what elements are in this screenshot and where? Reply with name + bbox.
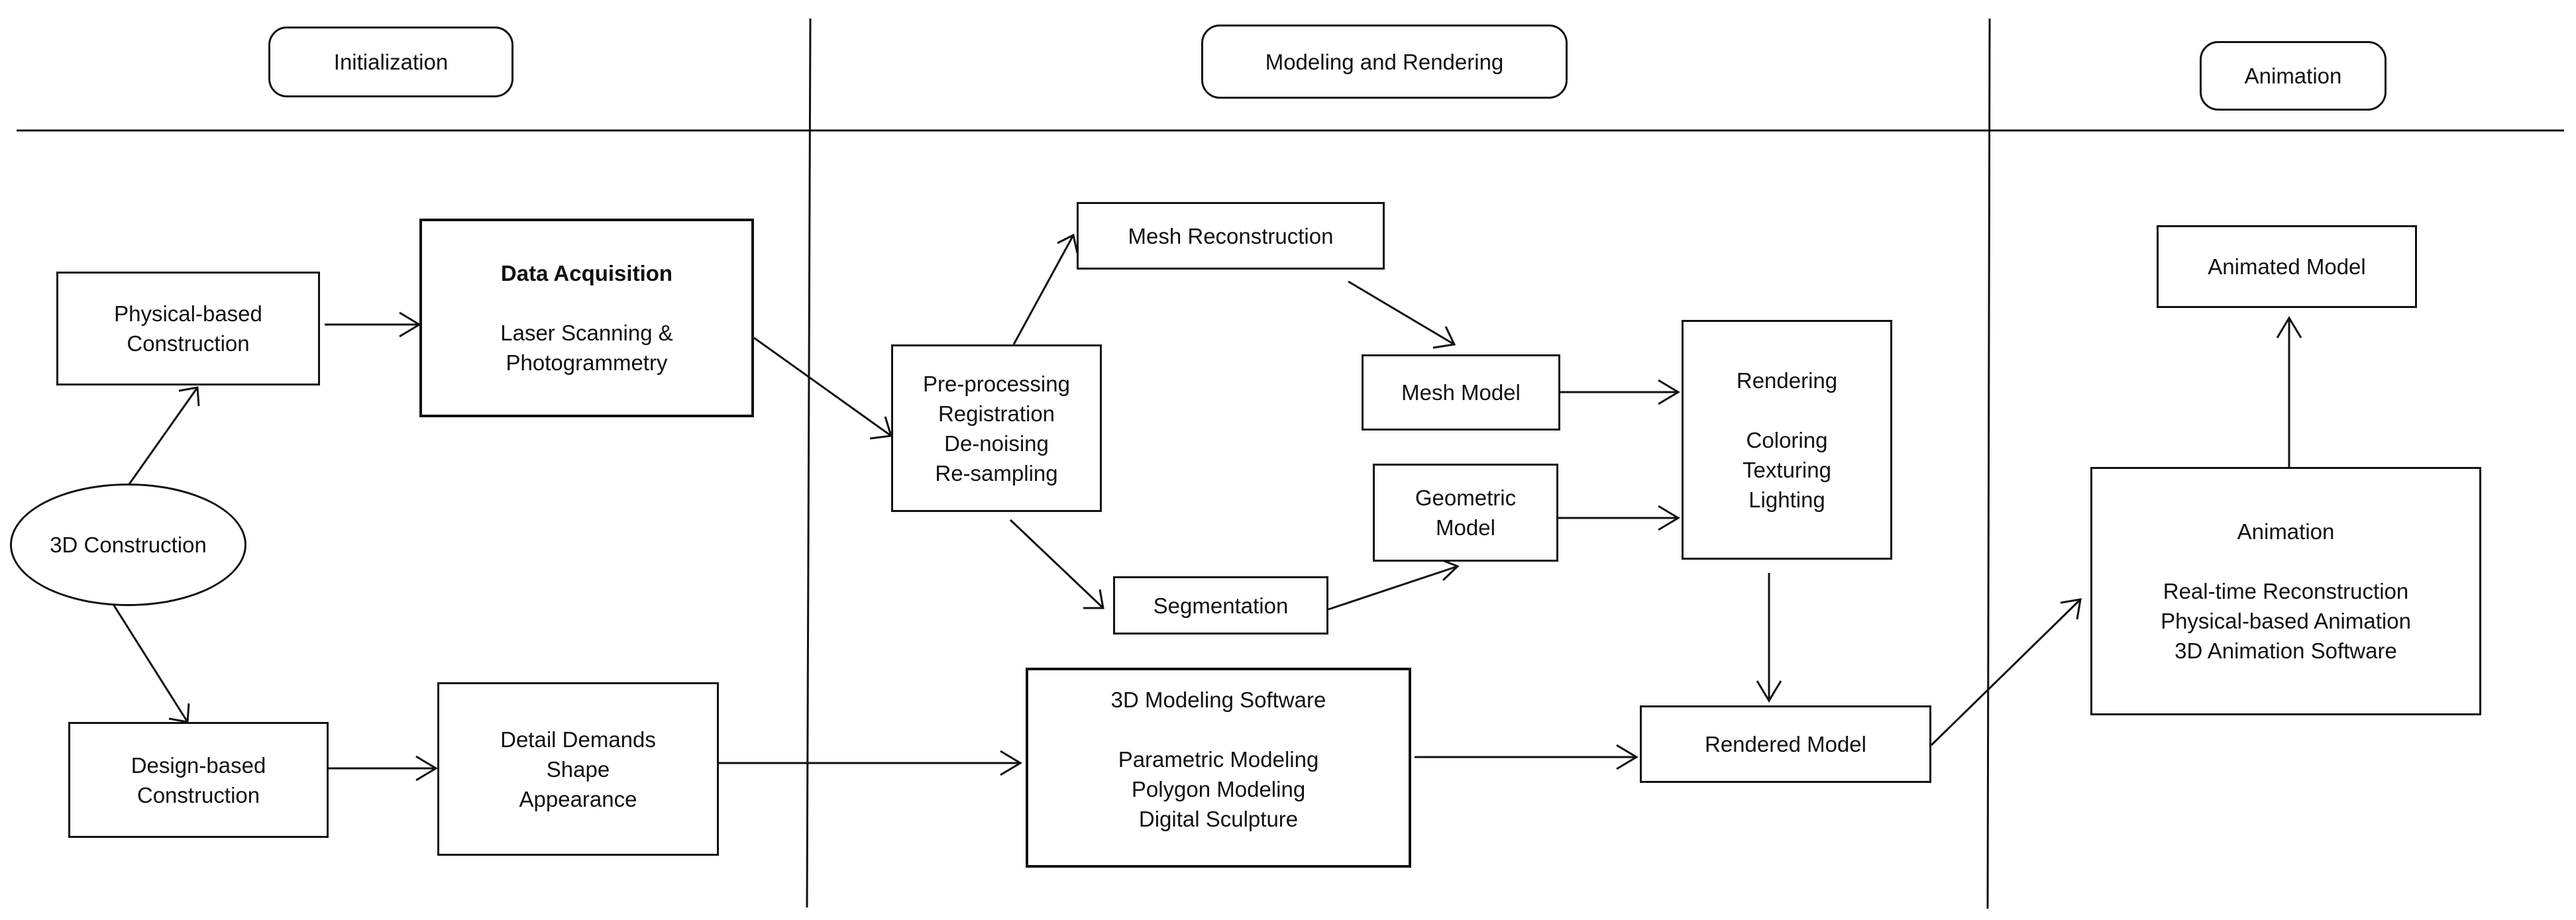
preprocessing-line1: Pre-processing (923, 371, 1070, 396)
arrow-construction-to-physical (125, 386, 200, 489)
arrow-construction-to-design (108, 597, 190, 723)
mesh-model-label: Mesh Model (1401, 380, 1521, 405)
arrow-modeling-software-to-rendered-model (1415, 744, 1638, 770)
phase-animation-label: Animation (2244, 64, 2342, 88)
node-preprocessing: Pre-processing Registration De-noising R… (891, 344, 1102, 512)
geometric-model-line2: Model (1436, 515, 1495, 540)
node-mesh-reconstruction: Mesh Reconstruction (1077, 202, 1385, 270)
modeling-software-line1: Parametric Modeling (1118, 747, 1319, 772)
arrow-rendering-to-rendered-model (1756, 573, 1782, 703)
node-3d-construction: 3D Construction (10, 484, 246, 606)
arrow-preprocessing-to-segmentation (1009, 519, 1104, 609)
rendered-model-label: Rendered Model (1705, 732, 1866, 756)
phase-modeling-rendering-label: Modeling and Rendering (1265, 49, 1504, 74)
arrow-rendered-model-to-animation (1930, 598, 2082, 746)
node-animated-model: Animated Model (2157, 225, 2417, 308)
phase-divider-2 (1986, 18, 1991, 909)
node-rendering: Rendering Coloring Texturing Lighting (1682, 320, 1892, 560)
node-rendered-model: Rendered Model (1640, 705, 1931, 783)
mesh-reconstruction-label: Mesh Reconstruction (1128, 223, 1334, 248)
preprocessing-line2: Registration (938, 401, 1055, 426)
geometric-model-line1: Geometric (1415, 486, 1517, 510)
node-detail-demands: Detail Demands Shape Appearance (437, 682, 719, 856)
node-physical-based-construction: Physical-based Construction (56, 272, 320, 385)
detail-demands-line3: Appearance (519, 786, 637, 811)
node-animation: Animation Real-time Reconstruction Physi… (2090, 467, 2481, 715)
arrow-animation-to-animated-model (2276, 316, 2302, 467)
animation-title: Animation (2237, 519, 2335, 544)
data-acquisition-line1: Laser Scanning & (500, 321, 673, 345)
rendering-line2: Texturing (1743, 457, 1831, 482)
arrow-segmentation-to-geometric-model (1328, 557, 1460, 611)
node-data-acquisition: Data Acquisition Laser Scanning & Photog… (419, 219, 754, 417)
node-mesh-model: Mesh Model (1362, 354, 1560, 431)
node-3d-construction-label: 3D Construction (50, 532, 207, 557)
node-geometric-model: Geometric Model (1373, 464, 1558, 562)
node-3d-modeling-software: 3D Modeling Software Parametric Modeling… (1026, 668, 1411, 868)
node-design-based-construction: Design-based Construction (68, 722, 329, 838)
phase-divider-1 (806, 18, 812, 908)
rendering-title: Rendering (1736, 368, 1838, 393)
preprocessing-line4: Re-sampling (935, 460, 1058, 486)
arrow-preprocessing-to-mesh-reconstruction (1012, 233, 1079, 345)
arrow-geometric-model-to-rendering (1558, 505, 1680, 531)
arrow-design-to-demands (325, 755, 438, 782)
segmentation-label: Segmentation (1153, 593, 1289, 618)
phase-animation: Animation (2200, 41, 2387, 111)
arrow-physical-to-acquisition (325, 311, 421, 338)
modeling-software-line3: Digital Sculpture (1138, 807, 1299, 831)
animation-line3: 3D Animation Software (2174, 639, 2397, 663)
arrow-demands-to-modeling-software (719, 750, 1022, 776)
physical-based-line2: Construction (127, 331, 250, 356)
design-based-line1: Design-based (131, 752, 266, 778)
node-segmentation: Segmentation (1113, 576, 1328, 635)
phase-initialization-label: Initialization (333, 50, 449, 74)
modeling-software-title: 3D Modeling Software (1110, 688, 1326, 712)
data-acquisition-line2: Photogrammetry (506, 350, 668, 375)
modeling-software-line2: Polygon Modeling (1131, 777, 1306, 801)
preprocessing-line3: De-noising (944, 431, 1049, 456)
animated-model-label: Animated Model (2208, 254, 2366, 279)
data-acquisition-title: Data Acquisition (500, 261, 673, 285)
phase-initialization: Initialization (268, 26, 513, 97)
arrow-mesh-reconstruction-to-mesh-model (1348, 280, 1456, 349)
arrow-acquisition-to-preprocessing (753, 336, 892, 440)
animation-line1: Real-time Reconstruction (2163, 579, 2409, 603)
detail-demands-line2: Shape (546, 756, 610, 782)
phase-modeling-rendering: Modeling and Rendering (1201, 25, 1568, 99)
rendering-line1: Coloring (1746, 427, 1828, 452)
rendering-line3: Lighting (1748, 487, 1825, 512)
arrow-mesh-model-to-rendering (1560, 379, 1680, 405)
physical-based-line1: Physical-based (114, 301, 262, 326)
design-based-line2: Construction (136, 782, 260, 807)
animation-line2: Physical-based Animation (2161, 609, 2411, 633)
detail-demands-line1: Detail Demands (500, 727, 656, 752)
